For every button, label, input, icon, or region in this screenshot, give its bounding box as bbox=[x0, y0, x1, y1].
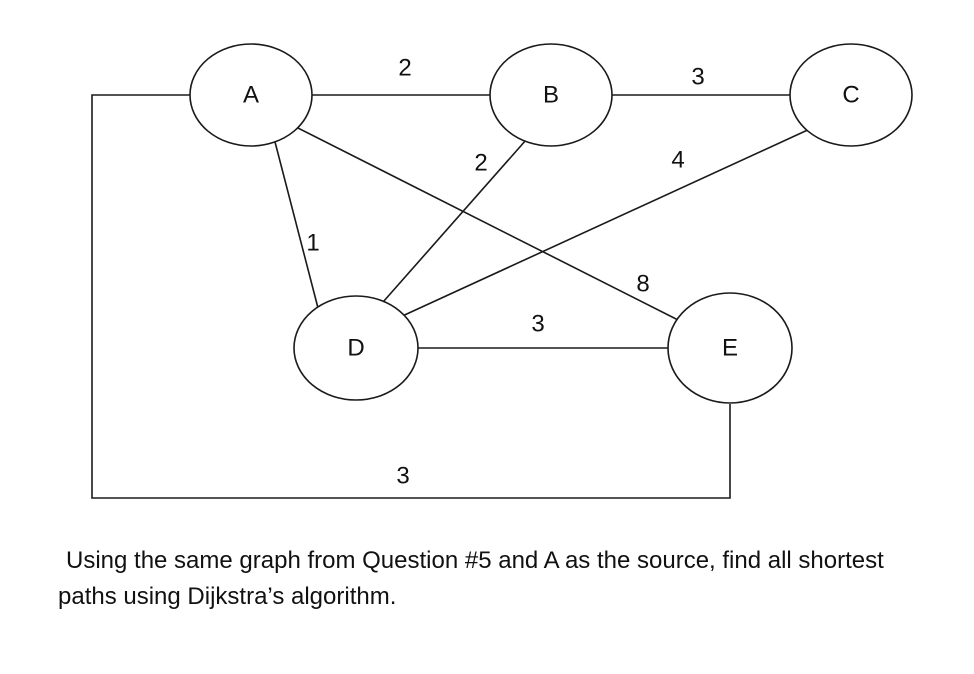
weight-c-d: 4 bbox=[671, 147, 684, 174]
node-d-shape bbox=[293, 295, 419, 401]
node-c-shape bbox=[789, 43, 913, 147]
edge-a-e bbox=[293, 125, 687, 325]
node-e: E bbox=[667, 292, 793, 404]
node-a-shape bbox=[189, 43, 313, 147]
weight-a-e-outer: 3 bbox=[396, 463, 409, 490]
weight-a-b: 2 bbox=[398, 55, 411, 82]
weight-b-c: 3 bbox=[691, 64, 704, 91]
node-a: A bbox=[189, 43, 313, 147]
node-a-label: A bbox=[243, 82, 259, 109]
node-b: B bbox=[489, 43, 613, 147]
weight-a-d: 1 bbox=[306, 230, 319, 257]
node-d-label: D bbox=[347, 335, 364, 362]
edge-c-d bbox=[397, 127, 813, 319]
graph-diagram: 2 3 1 8 2 4 3 3 A B C D E bbox=[91, 43, 913, 499]
node-b-label: B bbox=[543, 82, 559, 109]
weight-d-e: 3 bbox=[531, 311, 544, 338]
weight-a-e: 8 bbox=[636, 271, 649, 298]
node-b-shape bbox=[489, 43, 613, 147]
edge-a-d bbox=[273, 137, 319, 309]
edge-weights: 2 3 1 8 2 4 3 3 bbox=[306, 55, 704, 490]
node-e-shape bbox=[667, 292, 793, 404]
node-c-label: C bbox=[842, 82, 859, 109]
node-e-label: E bbox=[722, 335, 738, 362]
edge-b-d bbox=[375, 139, 527, 311]
node-c: C bbox=[789, 43, 913, 147]
weight-b-d: 2 bbox=[474, 150, 487, 177]
edge-a-e-outer bbox=[91, 94, 731, 499]
node-d: D bbox=[293, 295, 419, 401]
edges bbox=[91, 94, 813, 499]
question-text: Using the same graph from Question #5 an… bbox=[58, 547, 884, 610]
